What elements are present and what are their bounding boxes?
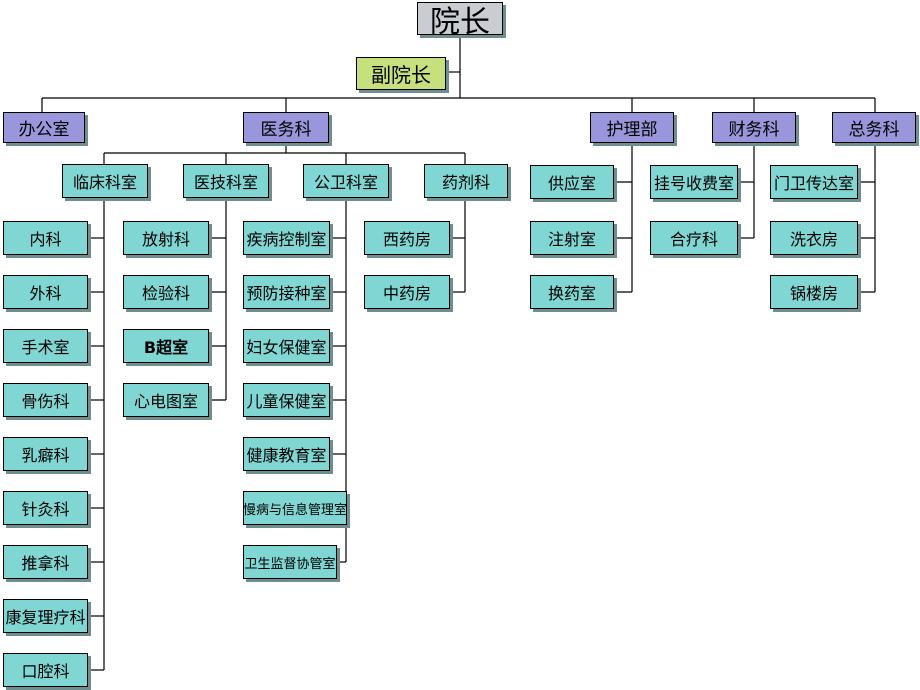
general-unit: 洗衣房 bbox=[770, 221, 858, 255]
nursing-box: 护理部 bbox=[590, 112, 674, 143]
finance-unit: 挂号收费室 bbox=[650, 165, 738, 199]
technical-unit: B超室 bbox=[123, 329, 209, 363]
public-health-unit: 儿童保健室 bbox=[243, 383, 330, 417]
clinical-unit: 康复理疗科 bbox=[3, 599, 88, 633]
clinical-unit: 针灸科 bbox=[3, 491, 88, 525]
public-health-unit: 慢病与信息管理室 bbox=[243, 491, 347, 525]
clinical-unit: 口腔科 bbox=[3, 653, 88, 687]
general-unit: 门卫传达室 bbox=[770, 165, 858, 199]
pharmacy-unit: 中药房 bbox=[364, 275, 450, 309]
clinical-unit: 手术室 bbox=[3, 329, 88, 363]
nursing-unit: 注射室 bbox=[530, 221, 614, 255]
public-health-group-box: 公卫科室 bbox=[303, 164, 389, 198]
nursing-unit: 换药室 bbox=[530, 275, 614, 309]
clinical-unit: 外科 bbox=[3, 275, 88, 309]
technical-unit: 心电图室 bbox=[123, 383, 209, 417]
clinical-unit: 推拿科 bbox=[3, 545, 88, 579]
nursing-unit: 供应室 bbox=[530, 165, 614, 199]
finance-unit: 合疗科 bbox=[650, 221, 738, 255]
clinical-group-box: 临床科室 bbox=[62, 164, 148, 198]
clinical-unit: 内科 bbox=[3, 221, 88, 255]
office-box: 办公室 bbox=[3, 112, 85, 143]
clinical-unit: 乳癖科 bbox=[3, 437, 88, 471]
technical-group-box: 医技科室 bbox=[183, 164, 269, 198]
medical-affairs-box: 医务科 bbox=[243, 112, 329, 143]
general-unit: 锅楼房 bbox=[770, 275, 858, 309]
technical-unit: 检验科 bbox=[123, 275, 209, 309]
general-affairs-box: 总务科 bbox=[832, 112, 916, 143]
public-health-unit: 卫生监督协管室 bbox=[243, 545, 337, 579]
public-health-unit: 预防接种室 bbox=[243, 275, 330, 309]
technical-unit: 放射科 bbox=[123, 221, 209, 255]
president-box: 院长 bbox=[417, 2, 503, 35]
clinical-unit: 骨伤科 bbox=[3, 383, 88, 417]
pharmacy-unit: 西药房 bbox=[364, 221, 450, 255]
public-health-unit: 妇女保健室 bbox=[243, 329, 330, 363]
pharmacy-group-box: 药剂科 bbox=[424, 164, 508, 198]
public-health-unit: 疾病控制室 bbox=[243, 221, 330, 255]
finance-box: 财务科 bbox=[712, 112, 796, 143]
vice-president-box: 副院长 bbox=[356, 57, 446, 90]
public-health-unit: 健康教育室 bbox=[243, 437, 330, 471]
